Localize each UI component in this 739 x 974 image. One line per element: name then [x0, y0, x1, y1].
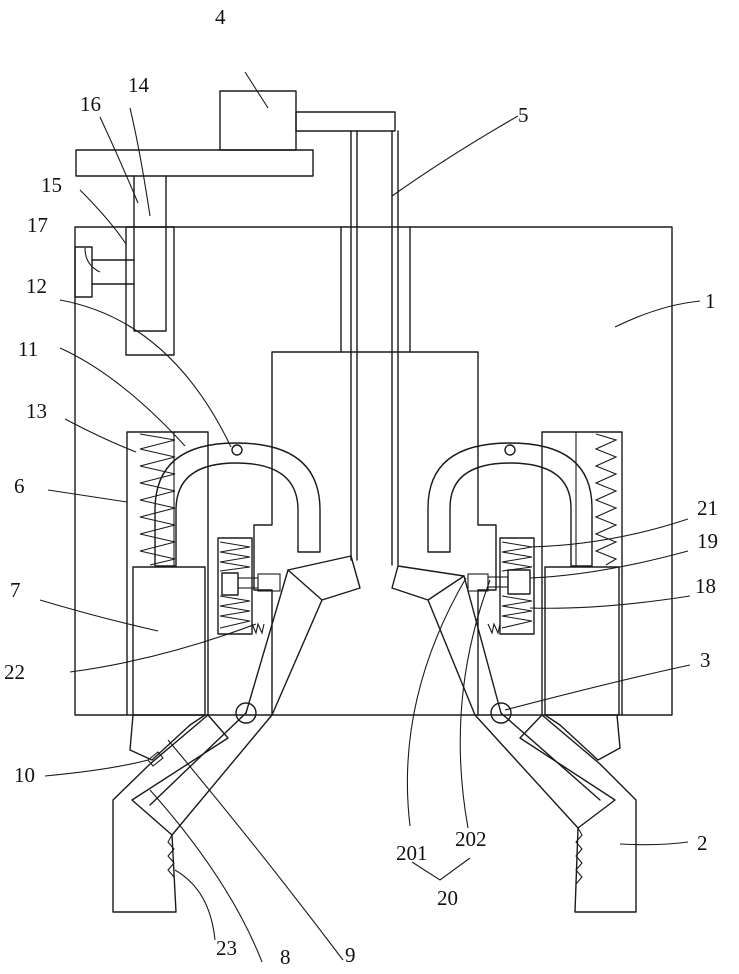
label-3: 3: [700, 648, 711, 672]
left-arc-clamp: [155, 443, 320, 566]
label-22: 22: [4, 660, 25, 684]
leader-lines: [40, 72, 700, 962]
label-12: 12: [26, 274, 47, 298]
top-crossbar: [76, 150, 313, 176]
right-guide-sleeve: [545, 715, 620, 760]
right-wedge-plate: [392, 566, 464, 600]
label-18: 18: [695, 574, 716, 598]
label-5: 5: [518, 103, 529, 127]
label-6: 6: [14, 474, 25, 498]
label-8: 8: [280, 945, 291, 969]
label-1: 1: [705, 289, 716, 313]
label-21: 21: [697, 496, 718, 520]
label-23: 23: [216, 936, 237, 960]
central-block: [254, 352, 496, 715]
label-202: 202: [455, 827, 487, 851]
label-201: 201: [396, 841, 428, 865]
left-cavity: [127, 432, 208, 715]
label-20: 20: [437, 886, 458, 910]
left-slider-block: [133, 567, 205, 715]
label-4: 4: [215, 5, 226, 29]
left-latch: [222, 573, 238, 595]
right-clamp-arm: [428, 576, 578, 828]
label-9: 9: [345, 943, 356, 967]
left-pivot-pin: [232, 445, 242, 455]
label-7: 7: [10, 578, 21, 602]
right-teeth: [488, 624, 500, 633]
left-spring: [140, 434, 175, 565]
label-14: 14: [128, 73, 150, 97]
label-19: 19: [697, 529, 718, 553]
guide-post: [134, 176, 166, 331]
left-guide-sleeve: [130, 715, 205, 760]
left-wedge-plate: [288, 556, 360, 600]
motor-shaft-housing: [296, 112, 395, 131]
label-10: 10: [14, 763, 35, 787]
label-16: 16: [80, 92, 101, 116]
label-15: 15: [41, 173, 62, 197]
lock-screw-head: [75, 247, 92, 297]
label-13: 13: [26, 399, 47, 423]
right-pivot-pin: [505, 445, 515, 455]
right-latch: [508, 570, 530, 594]
right-slider-block: [545, 567, 619, 715]
label-2: 2: [697, 831, 708, 855]
label-11: 11: [18, 337, 38, 361]
right-arc-clamp: [428, 443, 592, 566]
threaded-rod: [351, 131, 398, 565]
guide-slot: [126, 227, 174, 355]
motor: [220, 91, 296, 150]
right-spring: [596, 434, 616, 565]
label-17: 17: [27, 213, 48, 237]
